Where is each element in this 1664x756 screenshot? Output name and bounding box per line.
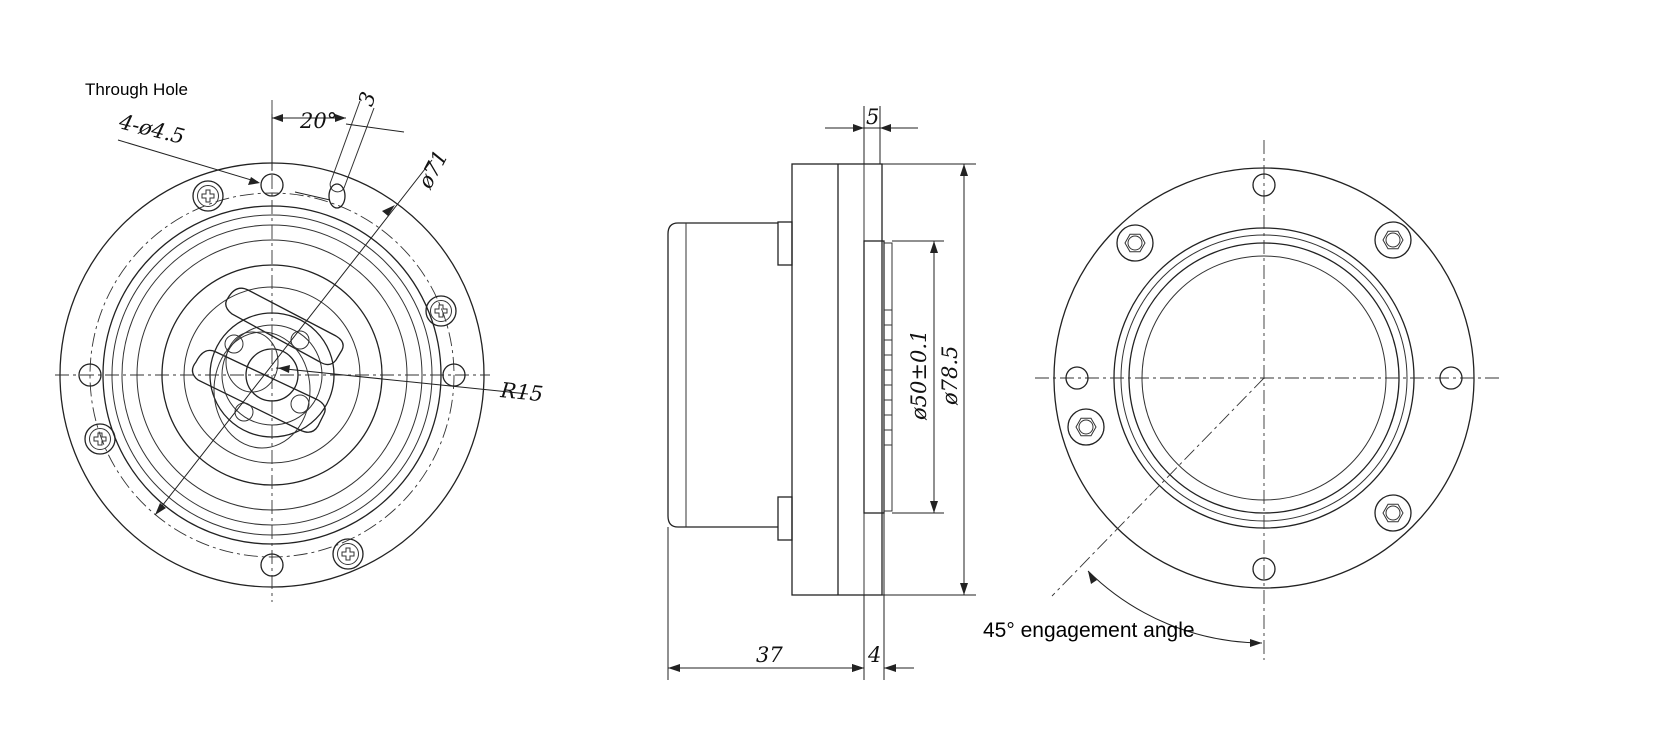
- engagement-angle-label: 45° engagement angle: [983, 619, 1195, 642]
- through-hole: [260, 553, 284, 577]
- flange: [791, 163, 883, 596]
- side-view: 5 ø78.5 ø50±0.1 37 4: [667, 105, 976, 680]
- through-hole: [260, 173, 284, 197]
- screw-icon: [332, 538, 364, 570]
- pilot: [863, 240, 885, 514]
- dim-diameter-71: ø71: [413, 146, 453, 193]
- screw-icon: [192, 180, 224, 212]
- dim-length-37: 37: [756, 643, 783, 667]
- rear-view: 45° engagement angle: [983, 140, 1500, 660]
- dim-angle-20: 20°: [299, 109, 337, 133]
- bolt-icon: [1374, 494, 1412, 532]
- through-hole: [1252, 557, 1276, 581]
- through-hole: [78, 363, 102, 387]
- dim-thickness-5: 5: [866, 105, 879, 129]
- bolt-icon: [1116, 224, 1154, 262]
- output-arm: [191, 287, 344, 449]
- dim-depth-4: 4: [867, 643, 881, 667]
- motor-body: [667, 222, 778, 528]
- screw-icon: [84, 423, 116, 455]
- front-view: 20° 3 4-ø4.5 ø71 R15 Through Hole: [55, 80, 544, 602]
- through-hole-label: Through Hole: [85, 80, 188, 99]
- through-hole: [1065, 366, 1089, 390]
- through-hole: [1439, 366, 1463, 390]
- dim-diameter-78-5: ø78.5: [938, 346, 962, 406]
- slot: [328, 100, 375, 209]
- screw-icon: [425, 295, 457, 327]
- dim-radius-15: R15: [498, 378, 544, 406]
- through-hole: [1252, 173, 1276, 197]
- dim-pilot-diameter: ø50±0.1: [907, 330, 931, 421]
- bolt-icon: [1067, 408, 1105, 446]
- bolt-icon: [1374, 221, 1412, 259]
